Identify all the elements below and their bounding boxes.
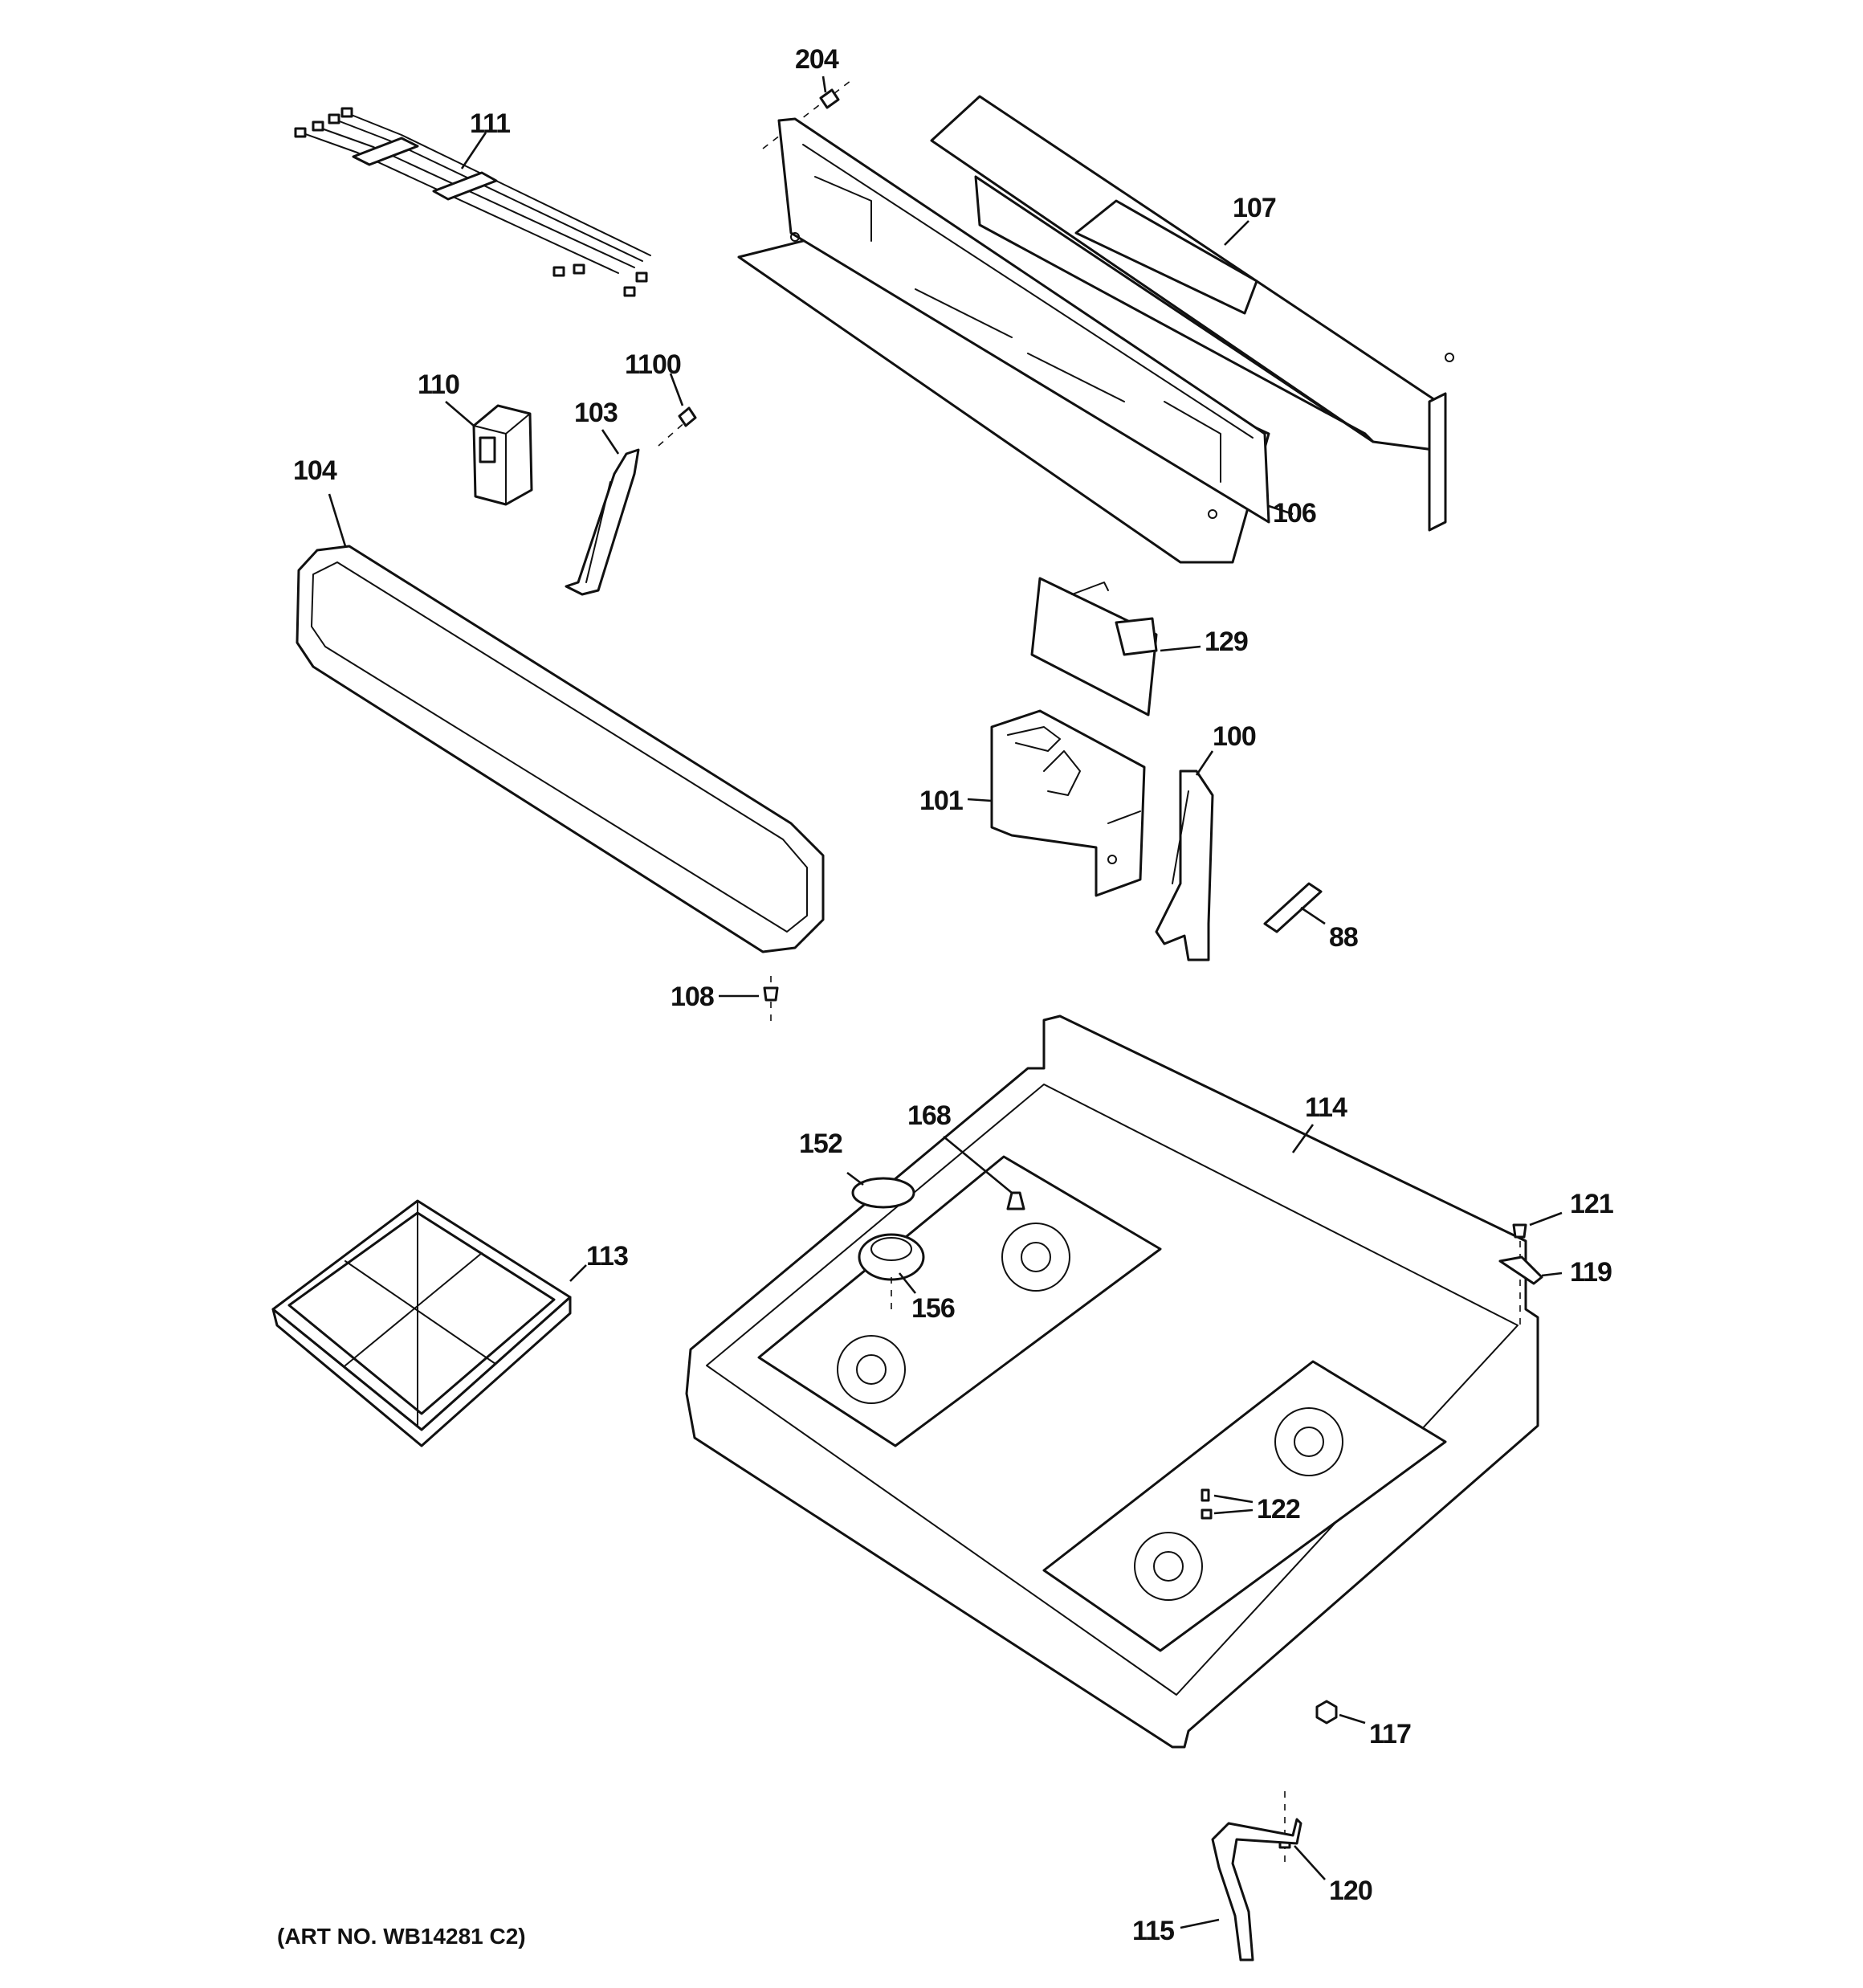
label-115: 115 — [1132, 1916, 1174, 1946]
label-106: 106 — [1273, 498, 1316, 529]
label-101: 101 — [919, 786, 963, 816]
part-120-screw — [1278, 1791, 1291, 1863]
part-1100-screw — [658, 406, 697, 447]
label-107: 107 — [1233, 193, 1276, 223]
part-122-screws — [1201, 1488, 1213, 1520]
label-104: 104 — [293, 455, 337, 486]
label-111: 111 — [470, 108, 510, 139]
part-115-rod — [1211, 1818, 1302, 1961]
label-168: 168 — [907, 1100, 951, 1131]
part-114-cooktop — [685, 1014, 1539, 1749]
label-108: 108 — [671, 982, 714, 1012]
part-168-igniter — [1006, 1191, 1025, 1210]
part-106-back-panel — [737, 117, 1270, 564]
part-88-clip — [1263, 882, 1323, 933]
part-110-box — [472, 404, 533, 506]
label-110: 110 — [418, 369, 459, 400]
part-121-screw — [1512, 1223, 1527, 1329]
label-204: 204 — [795, 44, 839, 75]
part-113-grate — [271, 1199, 572, 1447]
part-156-burner-head — [858, 1233, 925, 1309]
label-103: 103 — [574, 398, 618, 428]
label-88: 88 — [1329, 922, 1358, 953]
part-111-wire-harness — [294, 107, 651, 297]
part-117-nut — [1315, 1700, 1338, 1725]
part-100-bracket — [1155, 769, 1214, 961]
label-113: 113 — [586, 1241, 628, 1272]
art-number: (ART NO. WB14281 C2) — [277, 1924, 526, 1949]
label-129: 129 — [1205, 627, 1248, 657]
label-152: 152 — [799, 1129, 842, 1159]
label-100: 100 — [1213, 721, 1256, 752]
leader-lines — [328, 76, 1563, 1929]
label-120: 120 — [1329, 1876, 1372, 1906]
label-121: 121 — [1570, 1189, 1613, 1219]
label-114: 114 — [1305, 1092, 1347, 1123]
part-152-burner-cap — [851, 1177, 915, 1209]
label-117: 117 — [1369, 1719, 1411, 1749]
part-204-screw — [762, 80, 852, 149]
part-129-board — [1030, 577, 1158, 716]
label-119: 119 — [1570, 1257, 1612, 1288]
label-122: 122 — [1257, 1494, 1300, 1525]
label-156: 156 — [911, 1293, 955, 1324]
label-1100: 1100 — [625, 349, 681, 380]
part-108-screw — [763, 976, 779, 1024]
part-119-bracket — [1498, 1255, 1543, 1285]
part-101-bracket — [990, 709, 1146, 897]
part-103-bracket — [565, 448, 640, 596]
part-104-backguard — [296, 545, 825, 953]
part-107-trim — [930, 95, 1454, 532]
